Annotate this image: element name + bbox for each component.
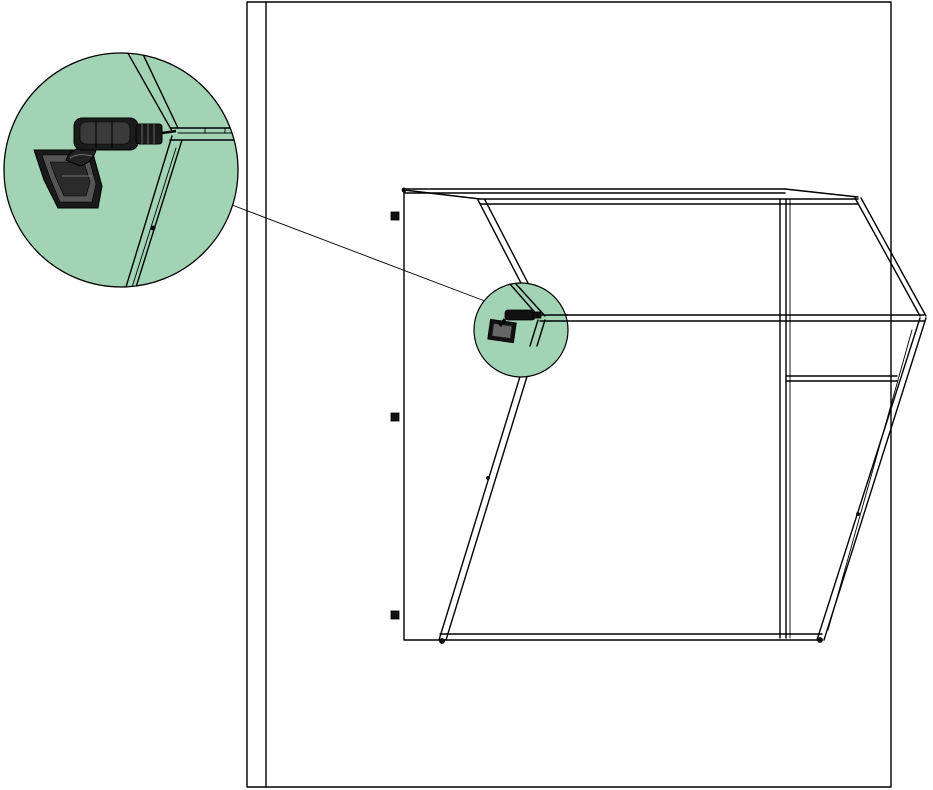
wall-panel-icon [246,1,892,788]
drill-icon [487,309,542,344]
bracket-top [390,211,400,221]
wall-brackets [390,211,400,620]
detail-callout [3,52,239,288]
bracket-middle [390,412,400,422]
callout-leader-line [231,204,491,304]
bracket-bottom [390,610,400,620]
drill-icon-magnified [33,117,177,209]
frame-icon [401,187,927,644]
callout-circle-icon [473,282,569,378]
